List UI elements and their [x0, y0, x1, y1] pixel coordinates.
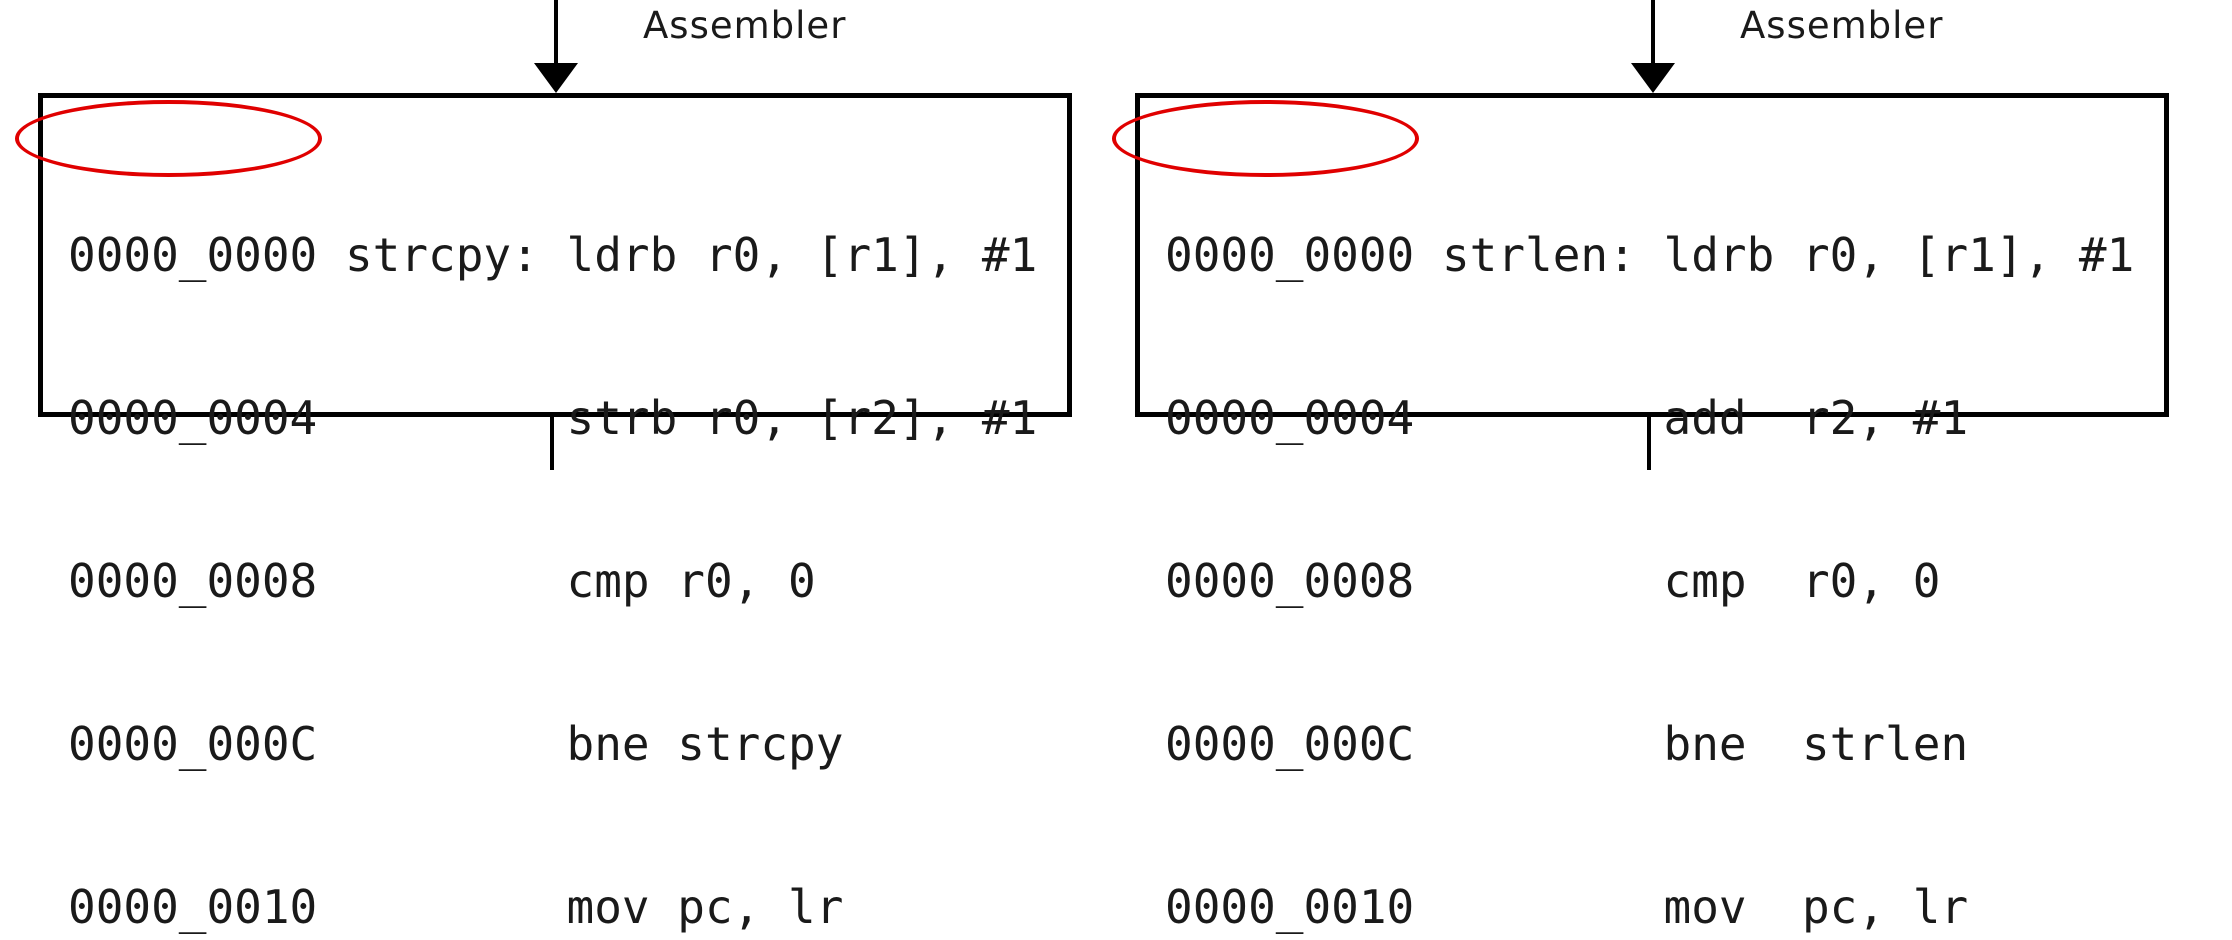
assembler-label: Assembler [643, 4, 847, 47]
code-line: 0000_0008 cmp r0, 0 [1165, 554, 1941, 608]
code-line: 0000_0000 strlen: ldrb r0, [r1], #1 [1165, 228, 2135, 282]
code-line: 0000_0008 cmp r0, 0 [68, 554, 816, 608]
assembler-arrow-line [554, 0, 558, 66]
strcpy-panel: Assembler 0000_0000 strcpy: ldrb r0, [r1… [0, 0, 1097, 934]
code-line: 0000_0010 mov pc, lr [68, 880, 844, 934]
strlen-panel: Assembler 0000_0000 strlen: ldrb r0, [r1… [1097, 0, 2194, 934]
code-line: 0000_000C bne strlen [1165, 717, 1969, 771]
arrow-down-icon [1631, 63, 1675, 93]
strlen-assembly-code: 0000_0000 strlen: ldrb r0, [r1], #1 0000… [1165, 120, 2134, 940]
code-line: 0000_0000 strcpy: ldrb r0, [r1], #1 [68, 228, 1038, 282]
code-line: 0000_000C bne strcpy [68, 717, 844, 771]
output-connector-line [550, 417, 554, 470]
arrow-down-icon [534, 63, 578, 93]
code-line: 0000_0004 strb r0, [r2], #1 [68, 391, 1038, 445]
assembler-label: Assembler [1740, 4, 1944, 47]
strlen-assembly-listing-box: 0000_0000 strlen: ldrb r0, [r1], #1 0000… [1135, 93, 2169, 934]
output-connector-line [1647, 417, 1651, 470]
strcpy-assembly-code: 0000_0000 strcpy: ldrb r0, [r1], #1 0000… [68, 120, 1037, 940]
strcpy-assembly-listing-box: 0000_0000 strcpy: ldrb r0, [r1], #1 0000… [38, 93, 1072, 934]
code-line: 0000_0010 mov pc, lr [1165, 880, 1969, 934]
code-line: 0000_0004 add r2, #1 [1165, 391, 1969, 445]
assembler-arrow-line [1651, 0, 1655, 66]
assembler-output-diagram: Assembler 0000_0000 strcpy: ldrb r0, [r1… [0, 0, 2194, 934]
